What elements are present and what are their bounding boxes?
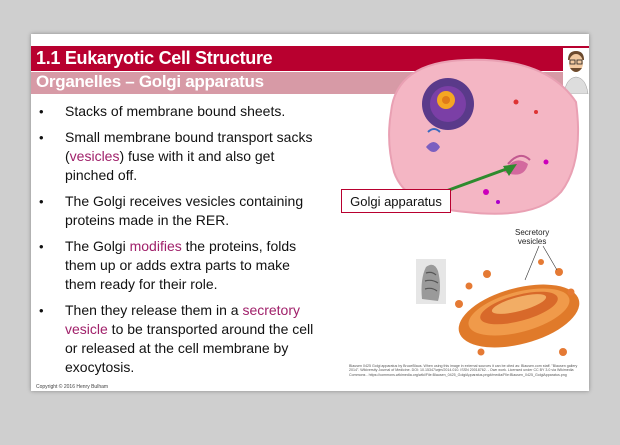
- bullet-dot: •: [39, 303, 44, 318]
- bullet-dot: •: [39, 130, 44, 145]
- bullet-dot: •: [39, 104, 44, 119]
- bullet-dot: •: [39, 194, 44, 209]
- golgi-callout-label: Golgi apparatus: [341, 189, 451, 213]
- bullet-text: Stacks of membrane bound sheets.: [65, 103, 286, 119]
- bullet-text: Small membrane bound transport sacks (: [65, 129, 313, 164]
- bullet-text: Then they release them in a: [65, 302, 243, 318]
- slide-subtitle: Organelles – Golgi apparatus: [36, 72, 264, 91]
- cell-diagram: [388, 58, 580, 215]
- highlight-term: vesicles: [69, 148, 120, 164]
- bullet-dot: •: [39, 239, 44, 254]
- secretory-vesicles-label: Secretory vesicles: [515, 228, 549, 246]
- highlight-term: modifies: [129, 238, 182, 254]
- microscope-image: [416, 259, 446, 304]
- slide-title: 1.1 Eukaryotic Cell Structure: [36, 48, 273, 68]
- secretory-label-line2: vesicles: [517, 237, 547, 246]
- bullet-item: • The Golgi modifies the proteins, folds …: [37, 237, 317, 294]
- copyright-text: Copyright © 2016 Henry Bulham: [36, 384, 109, 390]
- slide: 1.1 Eukaryotic Cell Structure Organelles…: [31, 34, 589, 391]
- bullet-text: the proteins, folds them up or adds extr…: [65, 238, 297, 292]
- teacher-avatar-icon: [563, 48, 589, 94]
- bullet-text: ) fuse with it and also get pinched off.: [65, 148, 275, 183]
- image-citation: Blausen 0425 Golgi apparatus by BruceBla…: [349, 364, 578, 377]
- bullet-item: • Stacks of membrane bound sheets.: [37, 102, 317, 121]
- secretory-label-line1: Secretory: [515, 228, 550, 237]
- highlight-term: secretory vesicle: [65, 302, 301, 337]
- golgi-illustration: [455, 245, 580, 356]
- bullet-text: The Golgi: [65, 238, 130, 254]
- bullet-list: • Stacks of membrane bound sheets. • Small…: [37, 102, 317, 384]
- bullet-item: • Then they release them in a secretory v…: [37, 301, 317, 377]
- bullet-item: • Small membrane bound transport sacks (v…: [37, 128, 317, 185]
- bullet-item: • The Golgi receives vesicles containing …: [37, 192, 317, 230]
- bullet-text: to be transported around the cell or rel…: [65, 321, 314, 375]
- bullet-text: The Golgi receives vesicles containing p…: [65, 193, 304, 228]
